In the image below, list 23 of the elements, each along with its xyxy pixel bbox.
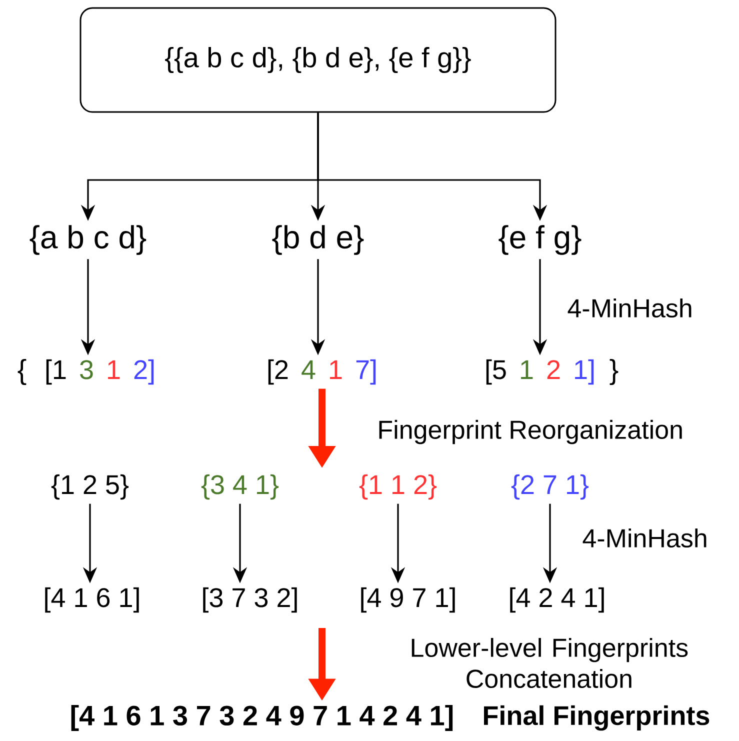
set-text: {a b c d} [30, 225, 146, 255]
set-text: {1 1 2} [359, 474, 437, 500]
set-box: {{a b c d}, {b d e}, {e f g}} [80, 7, 556, 113]
hash-vector: [1 3 1 2] [46, 359, 154, 385]
hash-vector: [4 2 4 1] [510, 587, 604, 613]
final-fingerprint-vector: [4 1 6 1 3 7 3 2 4 9 7 1 4 2 4 1] [71, 704, 453, 732]
set-text: {e f g} [498, 225, 582, 255]
caption-text: Final Fingerprints [484, 705, 710, 731]
brace: } [610, 358, 618, 386]
set-text: {1 2 5} [51, 474, 129, 500]
hash-vector: [4 9 7 1] [361, 587, 455, 613]
edge-label: Fingerprint Reorganization [379, 420, 682, 444]
edge-label: 4-MinHash [582, 528, 706, 548]
hash-vector: [2 4 1 7] [268, 359, 376, 385]
set-text: {2 7 1} [511, 474, 589, 500]
edge-label: 4-MinHash [568, 298, 692, 318]
brace: { [18, 358, 26, 386]
edge-label: Lower-level Fingerprints Concatenation [412, 638, 688, 688]
set-text: {3 4 1} [201, 474, 279, 500]
hash-vector: [3 7 3 2] [203, 587, 297, 613]
hash-vector: [4 1 6 1] [45, 587, 139, 613]
hash-vector: [5 1 2 1] [486, 359, 594, 385]
set-text: {b d e} [272, 225, 364, 255]
